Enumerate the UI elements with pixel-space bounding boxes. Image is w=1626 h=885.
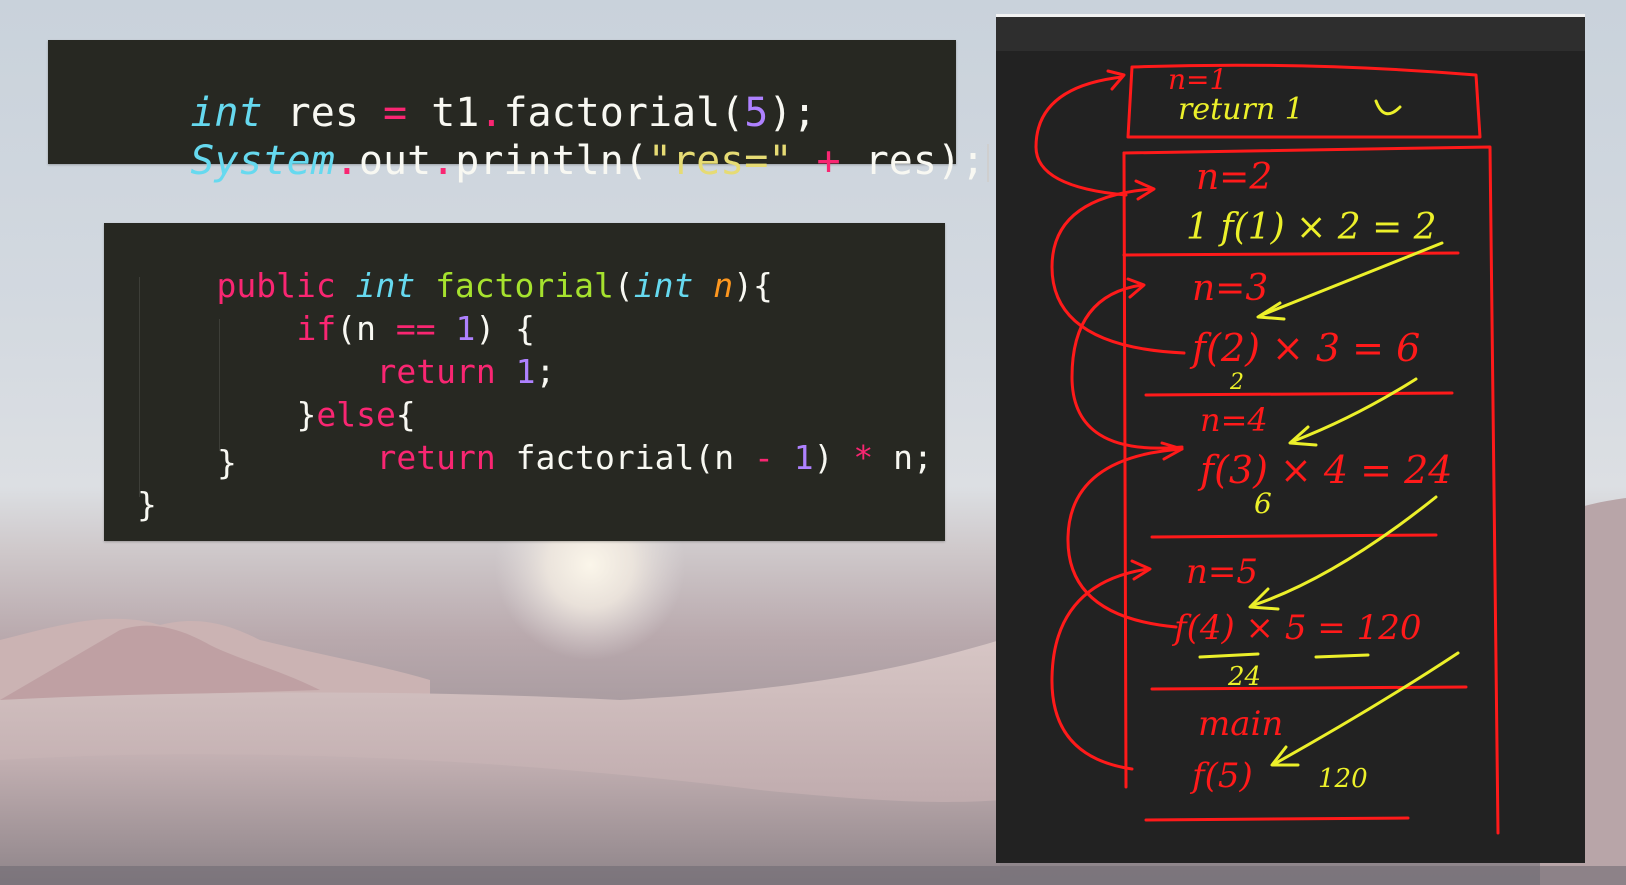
code-line-return-recursive: return factorial(n - 1) * n; [376, 438, 933, 477]
frame-divider [1122, 251, 1460, 257]
code-line-2: System.out.println("res=" + res); [94, 92, 990, 230]
frame-label: main [1198, 704, 1283, 744]
underline [1198, 652, 1260, 659]
frame-expr: f(3) × 4 = 24 [1197, 448, 1452, 492]
indent-guide [219, 319, 220, 451]
return-arrow-head [1256, 301, 1286, 321]
call-arrow [1034, 75, 1128, 197]
frame-expr: 1 f(1) × 2 = 2 [1186, 207, 1437, 248]
return-arrow-head [1270, 745, 1300, 767]
call-arrow-head [1126, 277, 1146, 299]
return-arrow-head [1248, 587, 1280, 611]
frame-divider [1150, 533, 1438, 539]
call-arrow-head [1106, 69, 1126, 91]
frame-label: n=5 [1186, 552, 1258, 592]
call-arrow [1070, 283, 1184, 450]
frame-top-box [1126, 63, 1482, 139]
code-line-1: int res = t1.factorial(5); [190, 90, 817, 136]
frame-sub-value: 24 [1227, 662, 1261, 692]
frame-label: n=2 [1196, 157, 1272, 198]
frame-result: 120 [1318, 764, 1368, 794]
code-line-return-base: return 1; [376, 352, 556, 391]
stack-left-border [1122, 151, 1128, 789]
code-line-close-inner: } [217, 443, 237, 482]
code-line-else: }else{ [296, 395, 416, 434]
call-arrow-head [1134, 179, 1156, 201]
return-arrow [1292, 377, 1418, 443]
code-snippet-factorial: public int factorial(int n){ if(n == 1) … [104, 223, 945, 541]
underline [1314, 653, 1370, 659]
frame-label: n=4 [1200, 401, 1268, 439]
frame-label: n=3 [1192, 268, 1268, 309]
frame-sub-value: 2 [1229, 370, 1244, 395]
frame-expr: f(2) × 3 = 6 [1189, 326, 1420, 370]
frame-divider [1144, 391, 1454, 397]
frame-label: n=1 [1168, 63, 1227, 96]
text-cursor [987, 144, 990, 182]
call-arrow [1066, 447, 1184, 629]
frame-expr: f(4) × 5 = 120 [1171, 608, 1421, 648]
code-line-if: if(n == 1) { [296, 309, 535, 348]
frame-divider [1144, 816, 1410, 822]
return-mark [1374, 99, 1402, 116]
call-arrow [1050, 567, 1150, 771]
whiteboard-panel[interactable]: n=1 return 1 n=2 1 f(1) × 2 = 2 n=3 f(2)… [996, 14, 1585, 863]
code-line-close-outer: } [137, 485, 157, 524]
frame-expr: f(5) [1189, 756, 1253, 796]
return-arrow-head [1288, 425, 1318, 447]
return-arrow [1274, 651, 1460, 765]
indent-guide [139, 277, 140, 497]
code-line-signature: public int factorial(int n){ [216, 266, 773, 305]
stack-right-border [1122, 145, 1500, 835]
code-snippet-call: int res = t1.factorial(5); System.out.pr… [48, 40, 990, 184]
whiteboard-titlebar [996, 17, 1585, 51]
frame-sub-value: 6 [1254, 487, 1272, 520]
return-arrow [1252, 495, 1438, 607]
frame-divider [1150, 685, 1468, 691]
call-stack-drawing: n=1 return 1 n=2 1 f(1) × 2 = 2 n=3 f(2)… [1034, 63, 1500, 835]
call-arrow-head [1130, 559, 1152, 581]
call-arrow [1050, 187, 1186, 355]
call-arrow-head [1160, 441, 1184, 461]
return-arrow [1260, 241, 1444, 317]
frame-expr: return 1 [1178, 92, 1304, 127]
